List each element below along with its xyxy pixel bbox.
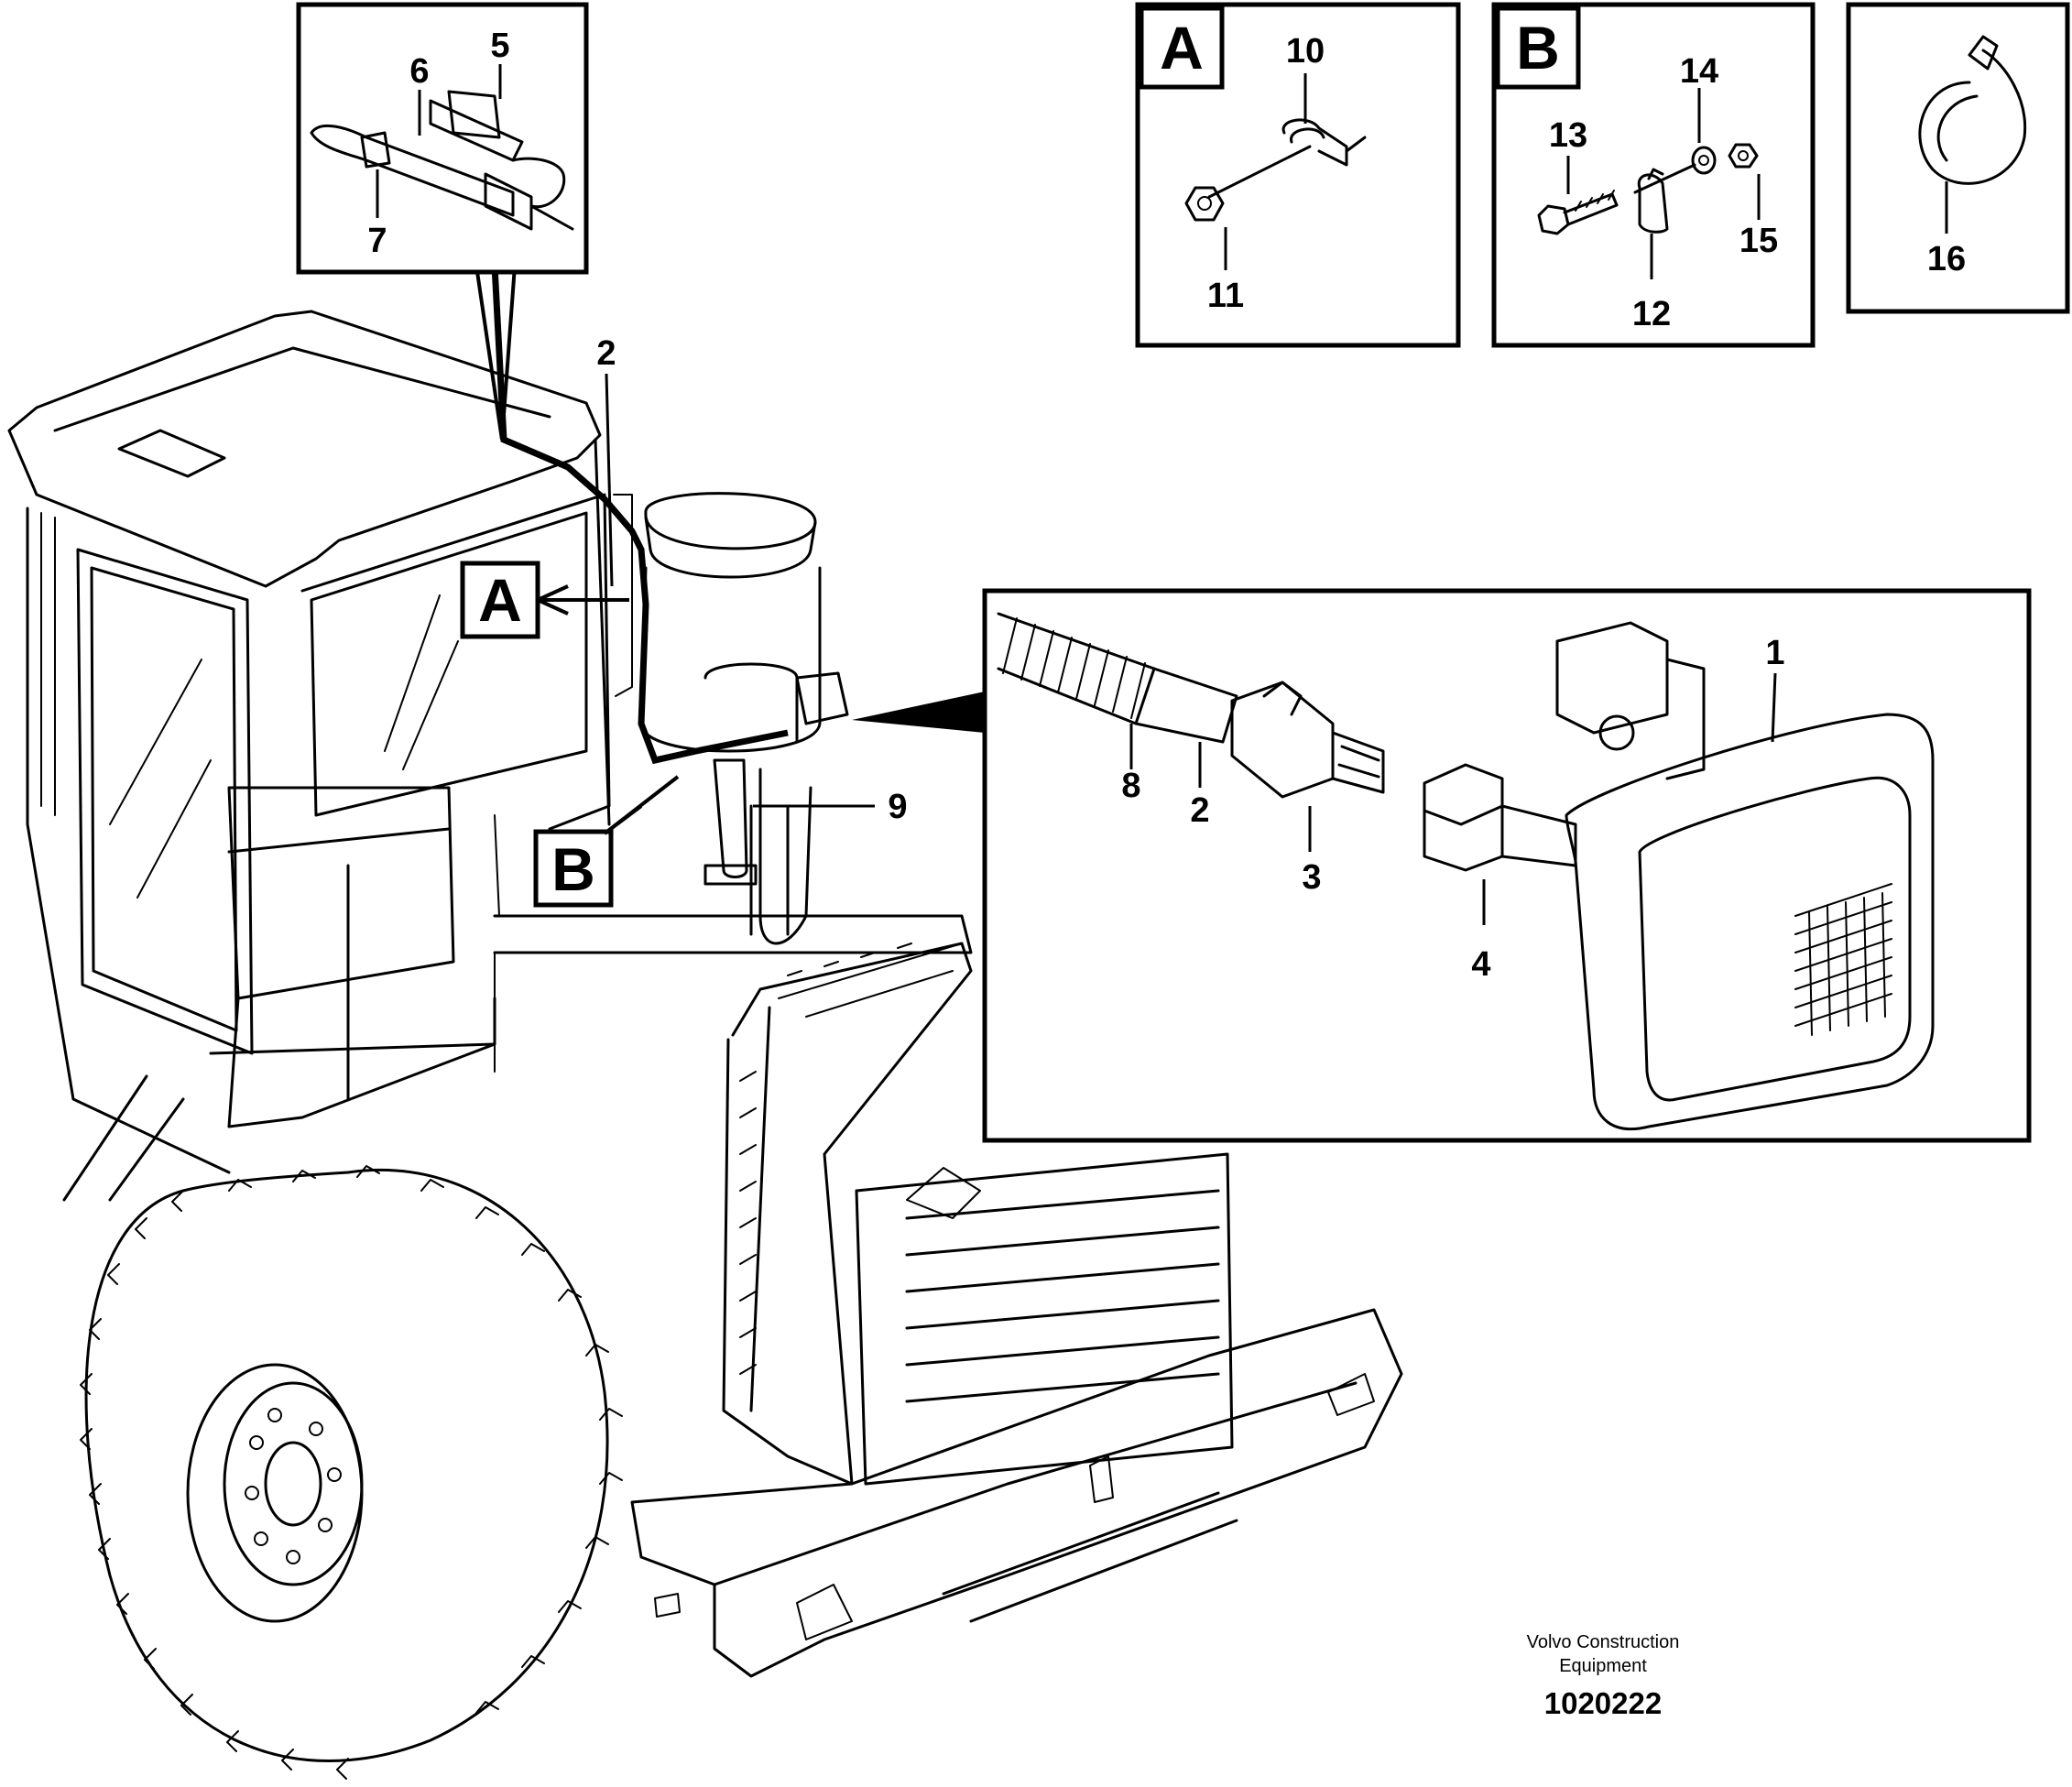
- callout-9: 9: [888, 788, 907, 826]
- callout-4: 4: [1471, 945, 1490, 984]
- callout-8: 8: [1121, 767, 1140, 805]
- inset-connector-detail: 5 6 7: [296, 2, 589, 275]
- detail-b-ref-label: B: [551, 835, 595, 903]
- callout-15: 15: [1739, 222, 1778, 260]
- detail-b-panel: B 13 14 15 12: [1491, 2, 1816, 348]
- callout-7: 7: [367, 222, 387, 260]
- detail-a-ref: A: [460, 561, 629, 639]
- detail-connector-wedge: [852, 692, 985, 733]
- company-name-line-2: Equipment: [1559, 1656, 1647, 1676]
- callout-13: 13: [1549, 116, 1587, 155]
- drawing-credit: Volvo Construction Equipment 1020222: [1456, 1630, 1750, 1724]
- callout-12: 12: [1632, 295, 1671, 333]
- callout-3: 3: [1302, 858, 1321, 897]
- callout-10: 10: [1286, 32, 1325, 71]
- detail-a-panel: A 10 11: [1135, 2, 1461, 348]
- callout-14: 14: [1680, 52, 1718, 91]
- lamp-lens-grid: [1794, 883, 1892, 1036]
- company-name-line-1: Volvo Construction: [1526, 1632, 1680, 1652]
- callout-2-main: 2: [596, 334, 616, 373]
- cable-route: [491, 265, 789, 765]
- wheel-loader-illustration: [7, 310, 1403, 1780]
- callout-1: 1: [1765, 634, 1784, 672]
- leader-2-main: [605, 373, 614, 587]
- callout-2-detail: 2: [1190, 791, 1209, 830]
- inset-leader-top: [474, 265, 517, 441]
- front-tire: [80, 1165, 623, 1780]
- cable-tie-panel: 16: [1846, 2, 2070, 314]
- detail-a-ref-label: A: [478, 566, 522, 634]
- callout-5: 5: [490, 27, 509, 65]
- work-light-detail: 1 8 2 3 4: [852, 588, 2032, 1143]
- detail-b-label: B: [1516, 14, 1560, 82]
- callout-16: 16: [1927, 240, 1966, 278]
- drawing-number: 1020222: [1543, 1686, 1663, 1720]
- callout-6: 6: [409, 52, 429, 91]
- grille-slats: [905, 1189, 1220, 1403]
- detail-a-label: A: [1160, 14, 1204, 82]
- detail-b-ref: B: [533, 775, 680, 908]
- callout-11: 11: [1207, 277, 1244, 315]
